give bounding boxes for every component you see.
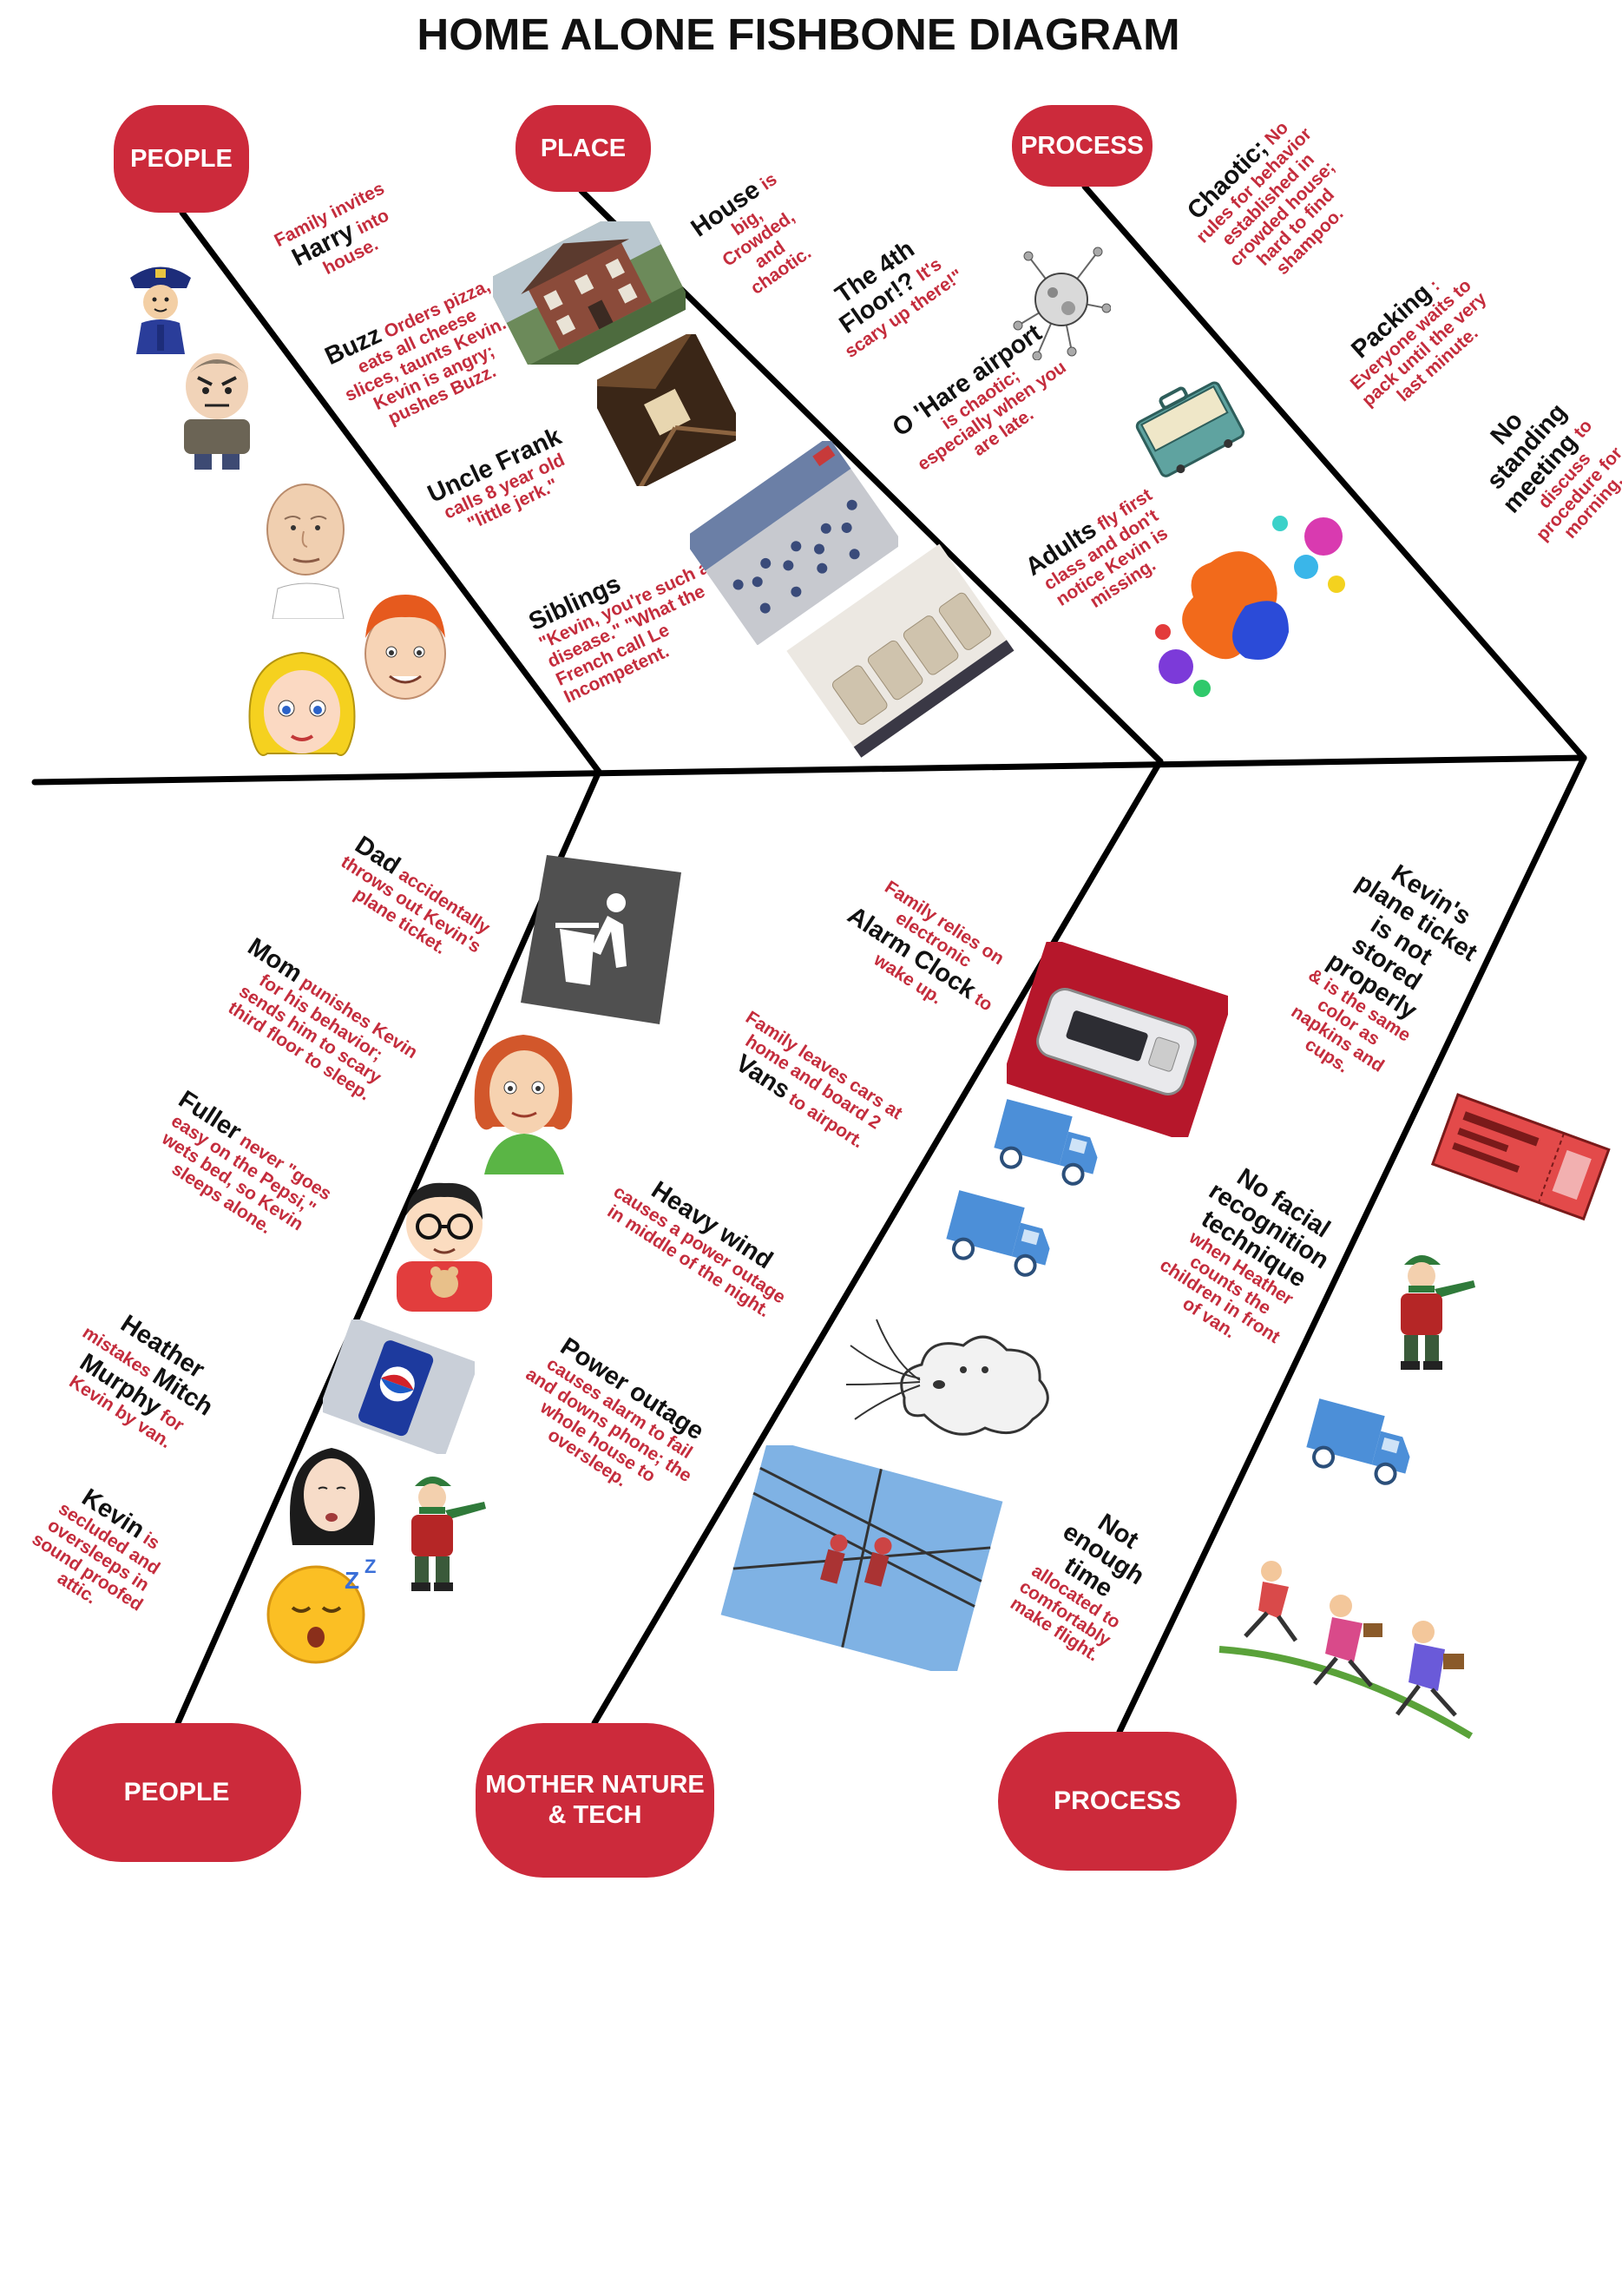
spine-line [31,754,1587,786]
category-top-process[interactable]: PROCESS [1012,105,1152,187]
house-photo [493,221,686,365]
bone-top-process [1081,183,1587,761]
airport-photo [690,441,898,645]
wind-cloud-icon [845,1319,1049,1436]
category-top-people[interactable]: PEOPLE [114,105,249,213]
power-line-workers-photo [720,1445,1003,1671]
svg-text:Z: Z [364,1556,376,1577]
truck-icon [946,1190,1050,1277]
pepsi-can-photo [323,1319,475,1454]
category-top-place[interactable]: PLACE [515,105,651,192]
bald-man-icon [266,484,345,619]
page-title: HOME ALONE FISHBONE DIAGRAM [417,10,1180,59]
virus-icon [1013,247,1111,360]
plane-ticket-icon [1430,1093,1611,1221]
category-bottom-mother-nature-tech[interactable]: MOTHER NATURE & TECH [476,1723,714,1878]
alarm-clock-photo [1007,942,1228,1137]
redhead-boy-icon [364,595,446,700]
woman-cartoon-icon [474,1035,573,1174]
suitcase-icon [1135,381,1245,477]
attic-photo [597,334,736,486]
police-officer-icon [130,266,191,354]
blonde-girl-icon [248,651,356,756]
bone-bottom-nature [591,758,1164,1727]
bone-top-people [179,209,602,775]
sleeping-face-icon: Z Z [266,1556,376,1664]
airplane-cabin-photo [786,543,1015,758]
color-splash-icon [1155,516,1345,697]
category-bottom-people[interactable]: PEOPLE [52,1723,301,1862]
running-family-icon [1218,1561,1474,1740]
kevin-winter-icon [411,1477,486,1591]
angry-boy-icon [184,353,250,470]
kevin-winter-icon [1401,1255,1475,1370]
truck-icon [1306,1398,1410,1485]
svg-text:Z: Z [345,1567,359,1594]
glasses-boy-icon [397,1182,492,1312]
bone-bottom-process [1116,754,1587,1735]
trash-can-icon [521,855,681,1024]
bone-bottom-people [174,768,602,1727]
girl-face-icon [290,1448,375,1545]
category-bottom-process[interactable]: PROCESS [998,1732,1237,1871]
truck-icon [994,1099,1098,1186]
